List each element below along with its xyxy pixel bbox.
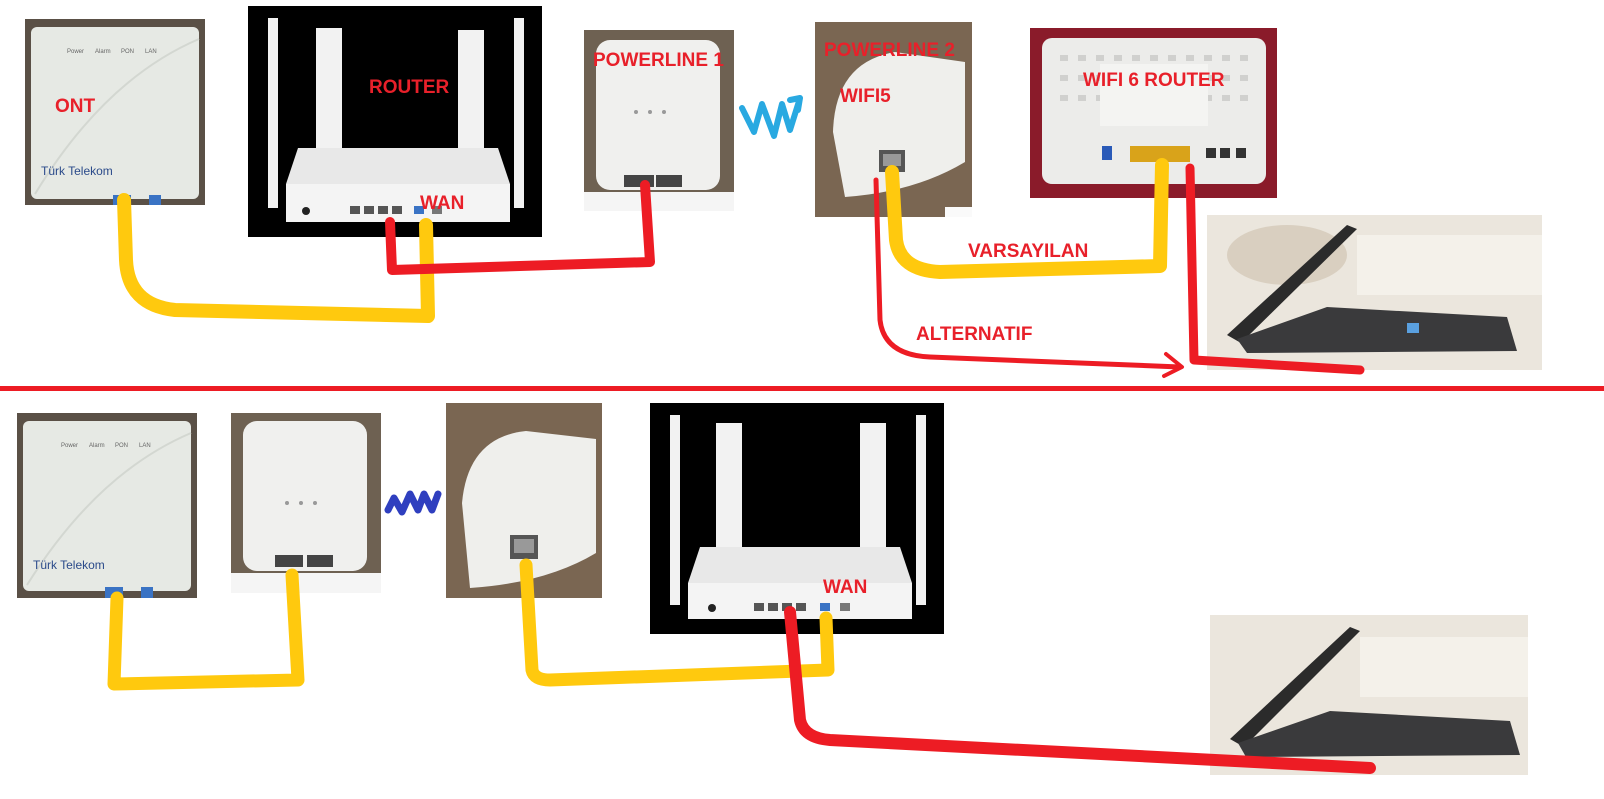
router-label-top: ROUTER <box>369 77 450 98</box>
powerline1-label: POWERLINE 1 <box>593 50 724 71</box>
section-divider <box>0 386 1604 391</box>
svg-text:Power: Power <box>67 49 84 55</box>
arrow-alternatif <box>1162 352 1184 378</box>
wan-label-bottom: WAN <box>823 577 868 598</box>
wireless-squiggle-top <box>739 95 803 139</box>
varsayilan-label: VARSAYILAN <box>968 241 1089 262</box>
wan-label-top: WAN <box>420 193 465 214</box>
ont-label: ONT <box>55 96 96 117</box>
ont-brand-text: Türk Telekom <box>41 164 113 178</box>
ont-photo-bottom: Power Alarm PON LAN Türk Telekom <box>17 413 197 598</box>
ont-photo-top: Power Alarm PON LAN Türk Telekom <box>25 19 205 205</box>
svg-text:LAN: LAN <box>139 443 151 449</box>
powerline2-photo-bottom <box>446 403 602 598</box>
laptop-photo-bottom <box>1210 615 1528 775</box>
svg-text:Alarm: Alarm <box>89 443 105 449</box>
svg-text:PON: PON <box>121 49 134 55</box>
svg-text:LAN: LAN <box>145 49 157 55</box>
router-photo-top <box>248 6 542 237</box>
wireless-squiggle-bottom <box>384 490 442 516</box>
alternatif-label: ALTERNATIF <box>916 324 1033 345</box>
svg-text:Power: Power <box>61 443 78 449</box>
powerline1-photo-bottom <box>231 413 381 593</box>
svg-text:Alarm: Alarm <box>95 49 111 55</box>
wifi5-label: WIFI5 <box>840 86 891 107</box>
wifi6-router-label: WIFI 6 ROUTER <box>1083 70 1225 91</box>
ont-brand-text-bottom: Türk Telekom <box>33 558 105 572</box>
powerline2-label: POWERLINE 2 <box>824 40 955 61</box>
wifi6-router-photo <box>1030 28 1277 198</box>
router-photo-bottom <box>650 403 944 634</box>
laptop-photo-top <box>1207 215 1542 370</box>
svg-text:PON: PON <box>115 443 128 449</box>
